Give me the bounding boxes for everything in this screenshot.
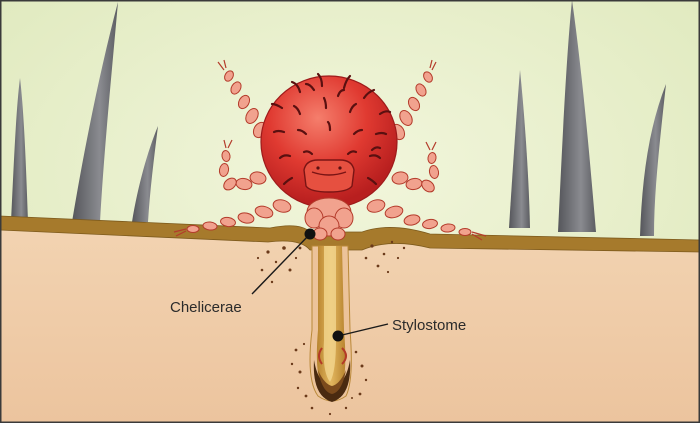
leg-mid-left [218,139,267,191]
dorsal-plate [303,159,355,193]
stylostome-pointer [332,323,389,342]
leg-mid-right [391,141,440,193]
hair-2 [72,2,118,222]
leg-rear-right [366,199,487,241]
body-bristles [270,72,392,186]
leg-front-left [217,59,268,139]
mite-gnathosoma [304,197,354,241]
hair-3 [132,126,158,222]
hair-5 [558,0,596,232]
blood-specks [256,240,406,416]
mite-body [260,72,398,209]
leg-rear-left [173,199,292,237]
chelicerae-label: Chelicerae [170,299,242,316]
hair-1 [11,78,28,222]
stylostome-label: Stylostome [392,317,466,334]
hair-4 [509,70,530,228]
chelicerae-pointer [251,228,316,295]
hair-group [11,0,666,236]
hair-6 [640,84,666,236]
mite-legs [173,59,487,241]
stylostome-tube [309,245,352,402]
